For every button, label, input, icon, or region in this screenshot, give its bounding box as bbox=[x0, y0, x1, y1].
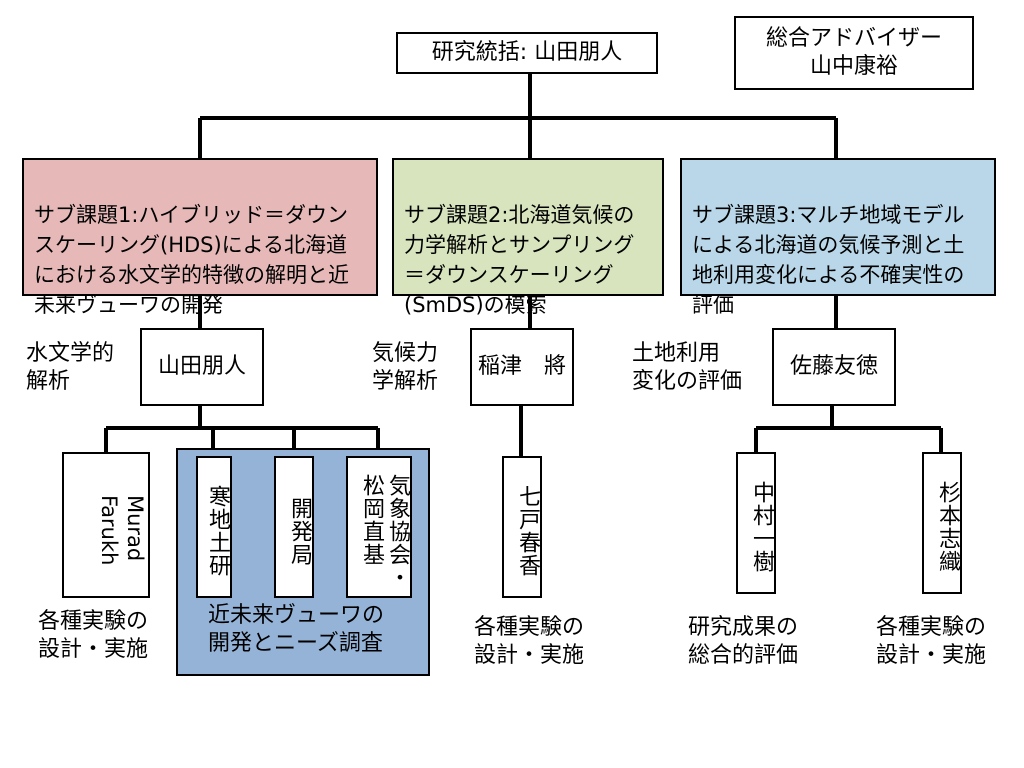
member-nakamura-name: 中村一樹 bbox=[749, 481, 774, 573]
viewer-dev-label: 近未来ヴューワの 開発とニーズ調査 bbox=[208, 603, 385, 656]
director-label: 研究統括: 山田朋人 bbox=[431, 40, 623, 65]
leader-3-role: 土地利用 変化の評価 bbox=[632, 341, 743, 394]
member-nanato-name: 七戸春香 bbox=[515, 485, 540, 577]
advisor-box: 総合アドバイザー 山中康裕 bbox=[734, 16, 974, 90]
leader-3-name: 佐藤友徳 bbox=[789, 354, 878, 379]
task-2-label: 各種実験の 設計・実施 bbox=[474, 615, 585, 668]
leader-2-box: 稲津 將 bbox=[470, 328, 574, 406]
leader-3-box: 佐藤友徳 bbox=[772, 328, 896, 406]
member-murad-name: Murad Farukh bbox=[97, 494, 147, 566]
member-kanchi-box: 寒地土研 bbox=[196, 456, 232, 598]
member-sugimoto-name: 杉本志織 bbox=[935, 481, 960, 573]
member-kanchi-name: 寒地土研 bbox=[205, 485, 230, 577]
task-3-label: 研究成果の 総合的評価 bbox=[688, 615, 799, 668]
leader-1-box: 山田朋人 bbox=[140, 328, 264, 406]
member-kaihatsu-box: 開発局 bbox=[274, 456, 314, 598]
member-kisho-box: 気象協会・ 松岡直基 bbox=[346, 456, 412, 598]
member-sugimoto-box: 杉本志織 bbox=[922, 452, 962, 594]
subtask-1-box: サブ課題1:ハイブリッド＝ダウンスケーリング(HDS)による北海道における水文学… bbox=[22, 158, 378, 317]
advisor-label: 総合アドバイザー 山中康裕 bbox=[765, 26, 942, 79]
member-kisho-name: 気象協会・ 松岡直基 bbox=[359, 473, 410, 589]
member-nakamura-box: 中村一樹 bbox=[736, 452, 776, 594]
member-murad-box: Murad Farukh bbox=[62, 452, 150, 598]
subtask-3-text: サブ課題3:マルチ地域モデルによる北海道の気候予測と土地利用変化による不確実性の… bbox=[692, 203, 965, 317]
leader-2-name: 稲津 將 bbox=[477, 354, 566, 379]
subtask-2-text: サブ課題2:北海道気候の力学解析とサンプリング＝ダウンスケーリング(SmDS)の… bbox=[404, 203, 635, 317]
task-1-label: 各種実験の 設計・実施 bbox=[38, 609, 149, 662]
member-kaihatsu-name: 開発局 bbox=[287, 496, 312, 566]
subtask-1-text: サブ課題1:ハイブリッド＝ダウンスケーリング(HDS)による北海道における水文学… bbox=[34, 203, 349, 317]
leader-1-name: 山田朋人 bbox=[157, 354, 246, 379]
subtask-2-box: サブ課題2:北海道気候の力学解析とサンプリング＝ダウンスケーリング(SmDS)の… bbox=[392, 158, 664, 317]
leader-2-role: 気候力 学解析 bbox=[372, 341, 439, 394]
director-box: 研究統括: 山田朋人 bbox=[396, 32, 658, 74]
member-nanato-box: 七戸春香 bbox=[502, 456, 542, 598]
subtask-3-box: サブ課題3:マルチ地域モデルによる北海道の気候予測と土地利用変化による不確実性の… bbox=[680, 158, 996, 317]
leader-1-role: 水文学的 解析 bbox=[26, 341, 115, 394]
task-4-label: 各種実験の 設計・実施 bbox=[876, 615, 987, 668]
